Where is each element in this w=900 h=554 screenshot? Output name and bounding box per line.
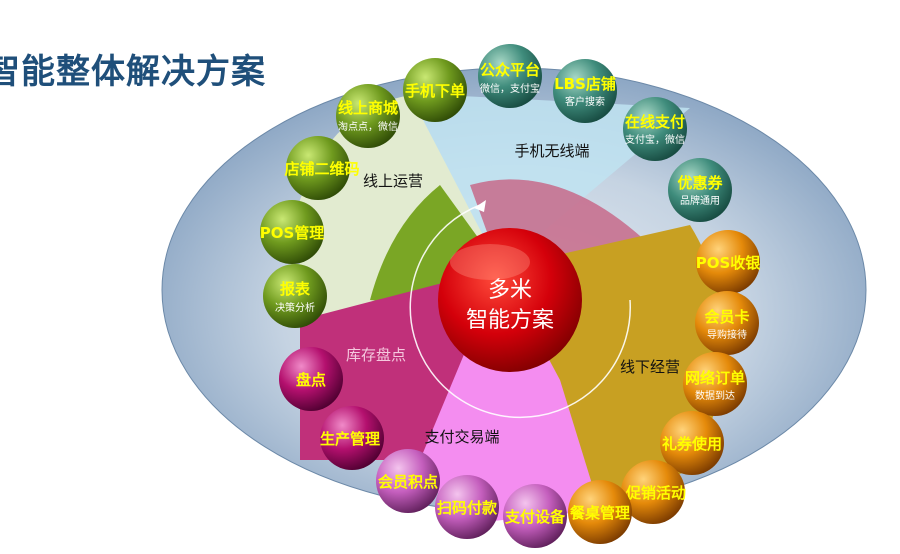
center-highlight (450, 244, 530, 280)
svg-text:生产管理: 生产管理 (320, 430, 380, 448)
node-lbs-store[interactable]: LBS店铺 客户搜索 (553, 59, 617, 123)
svg-text:礼券使用: 礼券使用 (662, 435, 722, 453)
node-pos-cashier[interactable]: POS收银 (696, 230, 762, 294)
svg-text:公众平台: 公众平台 (480, 61, 540, 79)
center-circle (438, 228, 582, 372)
svg-text:扫码付款: 扫码付款 (437, 499, 498, 517)
svg-text:决策分析: 决策分析 (275, 301, 315, 314)
svg-text:手机下单: 手机下单 (405, 82, 465, 100)
segment-label-online: 线上运营 (363, 172, 423, 190)
node-promotion[interactable]: 促销活动 (621, 460, 686, 524)
svg-text:促销活动: 促销活动 (625, 484, 686, 502)
svg-text:会员积点: 会员积点 (378, 473, 438, 491)
svg-text:网络订单: 网络订单 (685, 369, 745, 387)
node-member-points[interactable]: 会员积点 (376, 449, 440, 513)
svg-text:客户搜索: 客户搜索 (565, 95, 605, 108)
svg-text:支付设备: 支付设备 (504, 508, 566, 526)
node-coupon[interactable]: 优惠券 品牌通用 (668, 158, 732, 222)
segment-label-mobile: 手机无线端 (514, 142, 589, 160)
node-public-platform[interactable]: 公众平台 微信，支付宝 (478, 44, 542, 108)
svg-text:优惠券: 优惠券 (677, 174, 723, 192)
node-pos-manage[interactable]: POS管理 (260, 200, 325, 264)
svg-text:线上商城: 线上商城 (338, 99, 398, 117)
center-text-line1: 多米 (488, 278, 532, 303)
node-store-qr[interactable]: 店铺二维码 (284, 136, 360, 200)
svg-text:POS收银: POS收银 (696, 254, 762, 272)
svg-text:报表: 报表 (280, 280, 311, 298)
cycle-arrowhead (474, 200, 486, 212)
svg-text:POS管理: POS管理 (260, 224, 325, 242)
node-production[interactable]: 生产管理 (320, 406, 384, 470)
segment-label-inventory: 库存盘点 (346, 346, 406, 364)
node-stocktake[interactable]: 盘点 (279, 347, 343, 411)
svg-text:数据到达: 数据到达 (695, 389, 735, 402)
node-online-mall[interactable]: 线上商城 淘点点，微信 (336, 84, 400, 148)
node-gift-voucher[interactable]: 礼券使用 (660, 411, 724, 475)
node-table-manage[interactable]: 餐桌管理 (568, 480, 632, 544)
node-online-payment[interactable]: 在线支付 支付宝，微信 (623, 97, 687, 161)
svg-text:店铺二维码: 店铺二维码 (284, 160, 359, 178)
sector-payment (420, 268, 600, 525)
node-scan-pay[interactable]: 扫码付款 (435, 475, 499, 539)
segment-label-offline: 线下经营 (620, 358, 680, 376)
svg-text:导购接待: 导购接待 (707, 328, 747, 341)
node-pay-device[interactable]: 支付设备 (503, 484, 567, 548)
node-report[interactable]: 报表 决策分析 (263, 264, 327, 328)
svg-text:淘点点，微信: 淘点点，微信 (338, 120, 398, 133)
node-member-card[interactable]: 会员卡 导购接待 (695, 291, 759, 355)
svg-text:微信，支付宝: 微信，支付宝 (480, 82, 540, 95)
svg-text:餐桌管理: 餐桌管理 (570, 504, 630, 522)
svg-text:在线支付: 在线支付 (625, 113, 685, 131)
svg-text:会员卡: 会员卡 (704, 308, 749, 326)
node-mobile-order[interactable]: 手机下单 (403, 58, 467, 122)
node-network-order[interactable]: 网络订单 数据到达 (683, 352, 747, 416)
page-title: 智能整体解决方案 (0, 52, 266, 92)
svg-text:品牌通用: 品牌通用 (680, 194, 720, 207)
segment-label-payment: 支付交易端 (424, 428, 499, 446)
svg-text:盘点: 盘点 (296, 371, 326, 389)
cycle-arc (409, 204, 631, 419)
svg-text:LBS店铺: LBS店铺 (554, 75, 616, 93)
svg-text:支付宝，微信: 支付宝，微信 (625, 133, 685, 146)
center-text-line2: 智能方案 (466, 308, 554, 333)
